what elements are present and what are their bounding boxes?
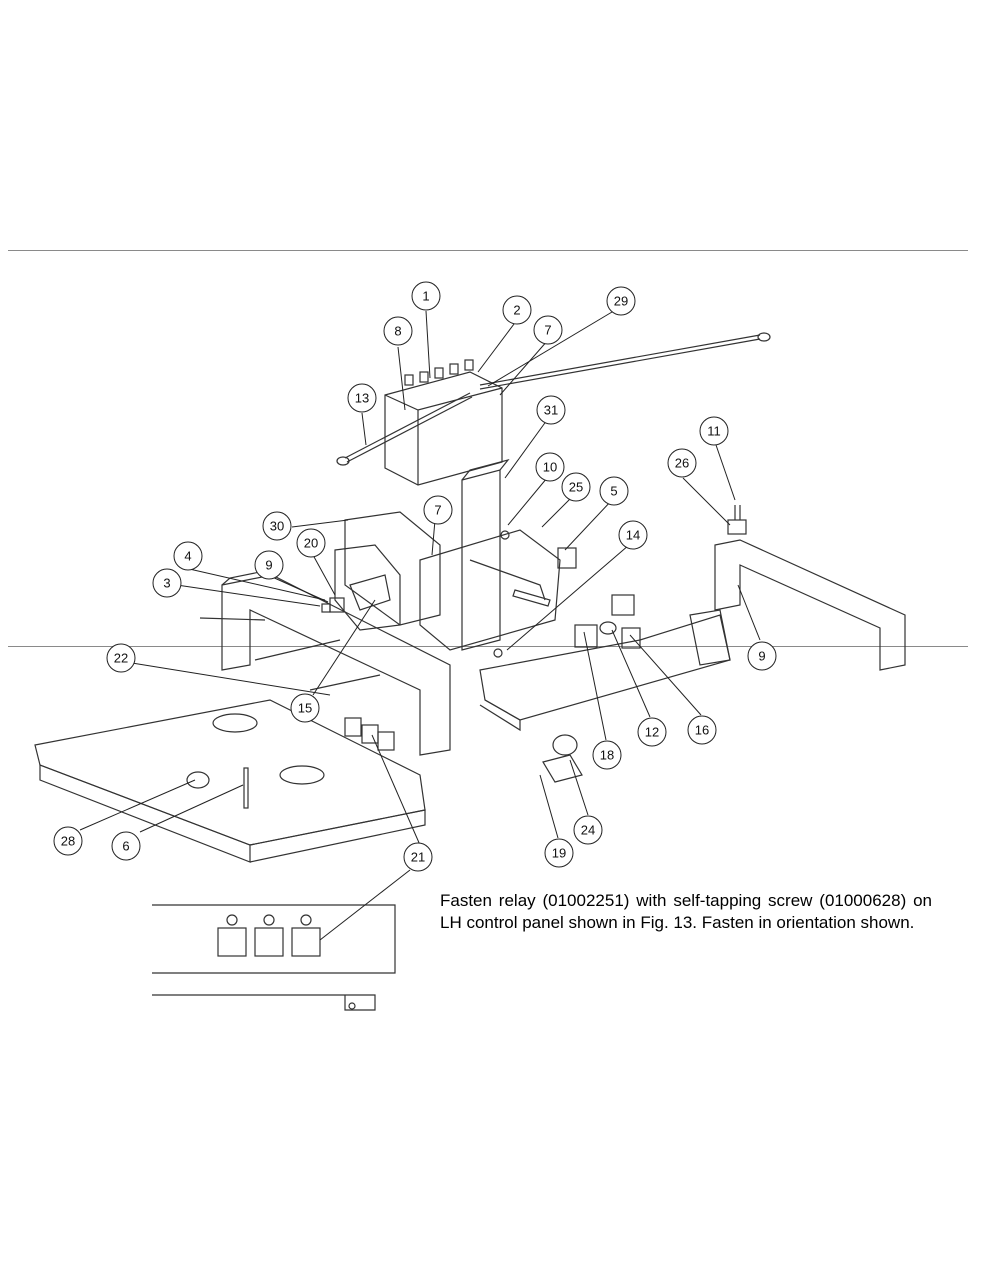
right-side-frame	[714, 539, 906, 671]
callout-12: 12	[645, 725, 659, 740]
callout-3: 3	[163, 576, 170, 591]
callout-2: 2	[513, 303, 520, 318]
callout-8: 8	[394, 324, 401, 339]
control-panel	[479, 609, 731, 732]
callout-22: 22	[114, 651, 128, 666]
callout-19: 19	[552, 846, 566, 861]
callout-4: 4	[184, 549, 191, 564]
callout-18: 18	[600, 748, 614, 763]
callout-21: 21	[411, 850, 425, 865]
callout-9-right: 9	[758, 649, 765, 664]
base-plate	[34, 699, 426, 863]
callout-11: 11	[707, 424, 721, 439]
left-side-frame	[199, 566, 451, 756]
callout-7-top: 7	[544, 323, 551, 338]
callout-15: 15	[298, 701, 312, 716]
callout-1: 1	[422, 289, 429, 304]
callout-5: 5	[610, 484, 617, 499]
callout-10: 10	[543, 460, 557, 475]
middle-rule	[8, 646, 968, 647]
leader-lines	[79, 310, 761, 941]
relays-part	[344, 717, 395, 751]
callout-29: 29	[614, 294, 628, 309]
callout-28: 28	[61, 834, 75, 849]
callout-16: 16	[695, 723, 709, 738]
callout-25: 25	[569, 480, 583, 495]
top-rule	[8, 250, 968, 251]
callout-24: 24	[581, 823, 595, 838]
callout-balloons	[53, 281, 777, 872]
callout-26: 26	[675, 456, 689, 471]
inset-panel-drawing	[152, 904, 396, 1011]
callout-30: 30	[270, 519, 284, 534]
callout-20: 20	[304, 536, 318, 551]
battery-support-frame	[419, 458, 561, 651]
relay-bracket	[334, 511, 441, 631]
callout-31: 31	[544, 403, 558, 418]
callout-14: 14	[626, 528, 640, 543]
battery-cables	[336, 332, 771, 466]
callout-13: 13	[355, 391, 369, 406]
callout-9-left: 9	[265, 558, 272, 573]
callout-7-bracket: 7	[434, 503, 441, 518]
assembly-note: Fasten relay (01002251) with self-tappin…	[440, 891, 932, 932]
callout-6: 6	[122, 839, 129, 854]
